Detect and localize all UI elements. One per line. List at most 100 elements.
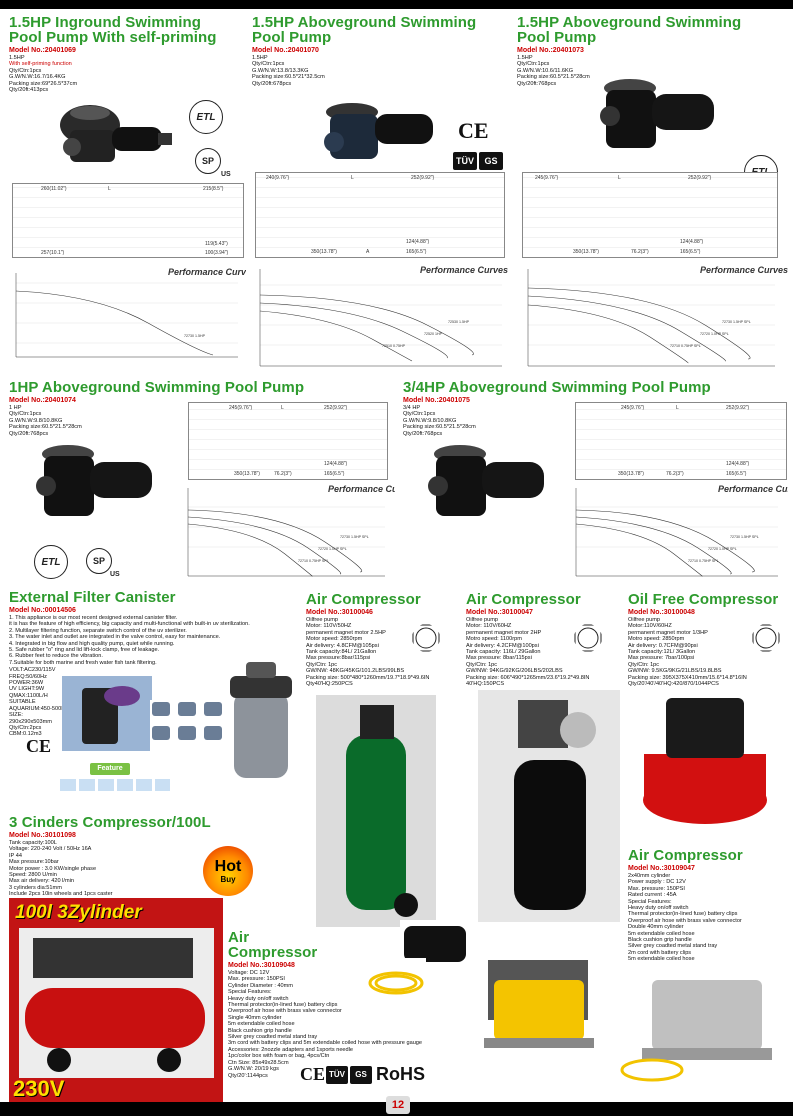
coiled-hose-photo [366,958,426,1008]
dimension-drawing: 245(9.76") L 252(9.92") 350(13.78") 76.2… [575,402,787,480]
tuv-cert-icon: TÜV [326,1066,348,1084]
model-number: Model No.:30100047 [466,609,533,616]
product-3-cylinders-compressor: 3 Cinders Compressor/100L Model No.:3010… [9,815,234,898]
product-3-4hp-pump: 3/4HP Aboveground Swimming Pool Pump Mod… [403,380,788,437]
compressor-photo [478,690,620,922]
compressor-photo [316,695,436,927]
promo-banner: 100l 3Zylinder 230V [9,898,223,1104]
svg-text:72730 1.5HP SPL: 72730 1.5HP SPL [340,535,369,539]
product-title: Air Compressor [466,591,581,608]
svg-text:Performance Curves: Performance Curves [420,265,508,275]
model-number: Model No.:20401069 [9,47,76,54]
tuv-cert-icon: TÜV [453,152,477,170]
etl-cert-icon: ETL [189,100,223,134]
banner-title: 100l 3Zylinder [15,902,142,923]
feature-badge: Feature [90,763,130,775]
performance-curve-chart: Performance Curves 72730 1.5HP SPL 72720… [568,482,788,582]
model-number: Model No.:30100048 [628,609,695,616]
series-line [187,516,342,575]
ce-cert-icon: CE [26,736,52,756]
model-number: Model No.:20401075 [403,397,470,404]
series-line [527,304,689,364]
svg-text:Performance Curves: Performance Curves [718,484,788,494]
compressor-photo [612,960,782,1100]
svg-text:72730 1.5HP: 72730 1.5HP [184,334,206,338]
filter-inset-photo [62,676,152,751]
series-line [187,523,313,577]
product-air-compressor-46: Air Compressor Model No.:30100046 Oilfre… [306,592,466,687]
svg-text:72720 1.0HP SPL: 72720 1.0HP SPL [708,547,737,551]
svg-text:72520 1HP: 72520 1HP [424,332,443,336]
feature-list: 1. This appliance is our most recent des… [9,615,250,666]
ce-cert-icon: CE [300,1064,326,1084]
pump-photo [28,440,178,530]
series-line [575,523,703,577]
svg-text:72710 0.75HP SPL: 72710 0.75HP SPL [670,344,701,348]
svg-text:72720 1.0HP SPL: 72720 1.0HP SPL [318,547,347,551]
series-line [259,294,474,356]
model-number: Model No.:30109048 [228,962,295,969]
csa-cert-icon: SP [86,548,112,574]
etl-cert-icon [412,624,440,652]
filter-canister-photo [226,662,296,782]
compressor-photo [19,928,214,1078]
series-line [259,302,448,359]
product-title: 3 Cinders Compressor/100L [9,814,211,831]
series-line [15,290,214,356]
model-number: Model No.:00014506 [9,607,76,614]
svg-text:72720 1.0HP SPL: 72720 1.0HP SPL [700,332,729,336]
product-title: Air Compressor [306,591,421,608]
carry-bag-photo [400,920,470,965]
product-title: 1HP Aboveground Swimming Pool Pump [9,379,305,396]
svg-text:72730 1.5HP SPL: 72730 1.5HP SPL [722,320,751,324]
product-12v-compressor-47: Air Compressor Model No.:30109047 2x40mm… [628,848,790,963]
svg-text:72710 0.75HP SPL: 72710 0.75HP SPL [688,559,719,563]
svg-text:72710 0.75HP SPL: 72710 0.75HP SPL [298,559,329,563]
filter-parts-photo [150,700,228,768]
series-line [527,287,751,360]
product-title: Oil Free Compressor [628,591,779,608]
gs-cert-icon: GS [350,1066,372,1084]
compressor-photo [630,688,780,830]
dimension-drawing: 260(11.02") L 215(8.5") 257(10.1") 100(3… [12,183,244,258]
pump-photo [590,72,740,162]
csa-cert-icon: SP [195,148,221,174]
banner-voltage: 230V [13,1076,65,1101]
model-number: Model No.:20401070 [252,47,319,54]
product-1hp-pump: 1HP Aboveground Swimming Pool Pump Model… [9,380,389,437]
etl-cert-icon: ETL [34,545,68,579]
pump-photo [420,440,570,530]
svg-text:72530 1.5HP: 72530 1.5HP [448,320,470,324]
etl-cert-icon [752,624,780,652]
compressor-photo [468,950,608,1060]
product-title: Air Compressor [628,847,743,864]
product-oil-free-compressor: Oil Free Compressor Model No.:30100048 O… [628,592,790,687]
gs-cert-icon: GS [479,152,503,170]
performance-curve-chart: Performance Curves 72730 1.5HP SPL 72720… [180,482,395,582]
svg-text:Performance Curves: Performance Curves [328,484,395,494]
page-number: 12 [386,1096,410,1114]
rohs-cert-icon: RoHS [376,1064,425,1084]
pump-photo [50,95,180,170]
product-title: External Filter Canister [9,589,176,606]
us-mark: US [221,171,231,178]
series-line [575,509,755,573]
series-line [527,295,726,362]
model-number: Model No.:30101098 [9,832,76,839]
